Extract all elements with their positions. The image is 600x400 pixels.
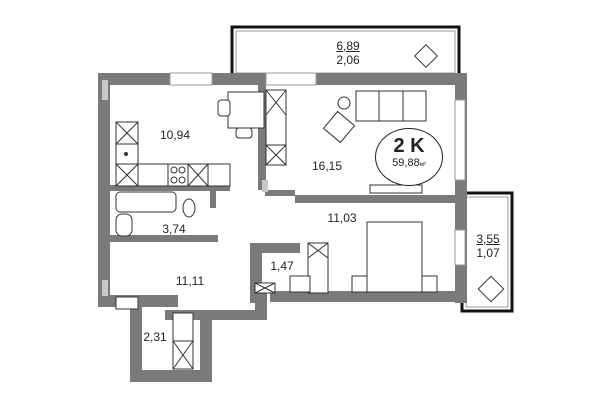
kitchen-furniture <box>115 91 265 187</box>
room-area-bathroom: 3,74 <box>162 222 186 236</box>
room-area-storage: 2,31 <box>143 330 167 344</box>
room-area-bedroom: 11,03 <box>327 211 357 225</box>
balcony-top-full-area: 6,89 <box>336 39 360 53</box>
room-area-hallway: 11,11 <box>175 274 205 288</box>
apartment-badge: 2 K 59,88м² <box>375 128 443 186</box>
balcony-top-reduced-area: 2,06 <box>336 53 360 67</box>
room-area-living-room: 16,15 <box>311 159 343 173</box>
apartment-type: 2 K <box>393 135 425 157</box>
living-room-furniture <box>265 89 427 194</box>
balcony-right-reduced-area: 1,07 <box>476 246 500 260</box>
balcony-top-area: 6,89 2,06 <box>336 39 359 67</box>
apartment-total-area: 59,88м² <box>376 157 442 169</box>
storage-fixtures <box>115 296 194 370</box>
bathroom-fixtures <box>115 191 196 237</box>
room-area-closet: 1,47 <box>270 259 294 273</box>
total-area-value: 59,88 <box>392 157 420 169</box>
balcony-right-full-area: 3,55 <box>476 232 500 246</box>
balcony-furniture <box>413 43 505 303</box>
bedroom-furniture <box>254 221 438 294</box>
windows <box>102 72 466 296</box>
room-area-kitchen: 10,94 <box>159 128 191 142</box>
balcony-right-area: 3,55 1,07 <box>476 232 499 260</box>
area-unit: м² <box>419 162 426 168</box>
